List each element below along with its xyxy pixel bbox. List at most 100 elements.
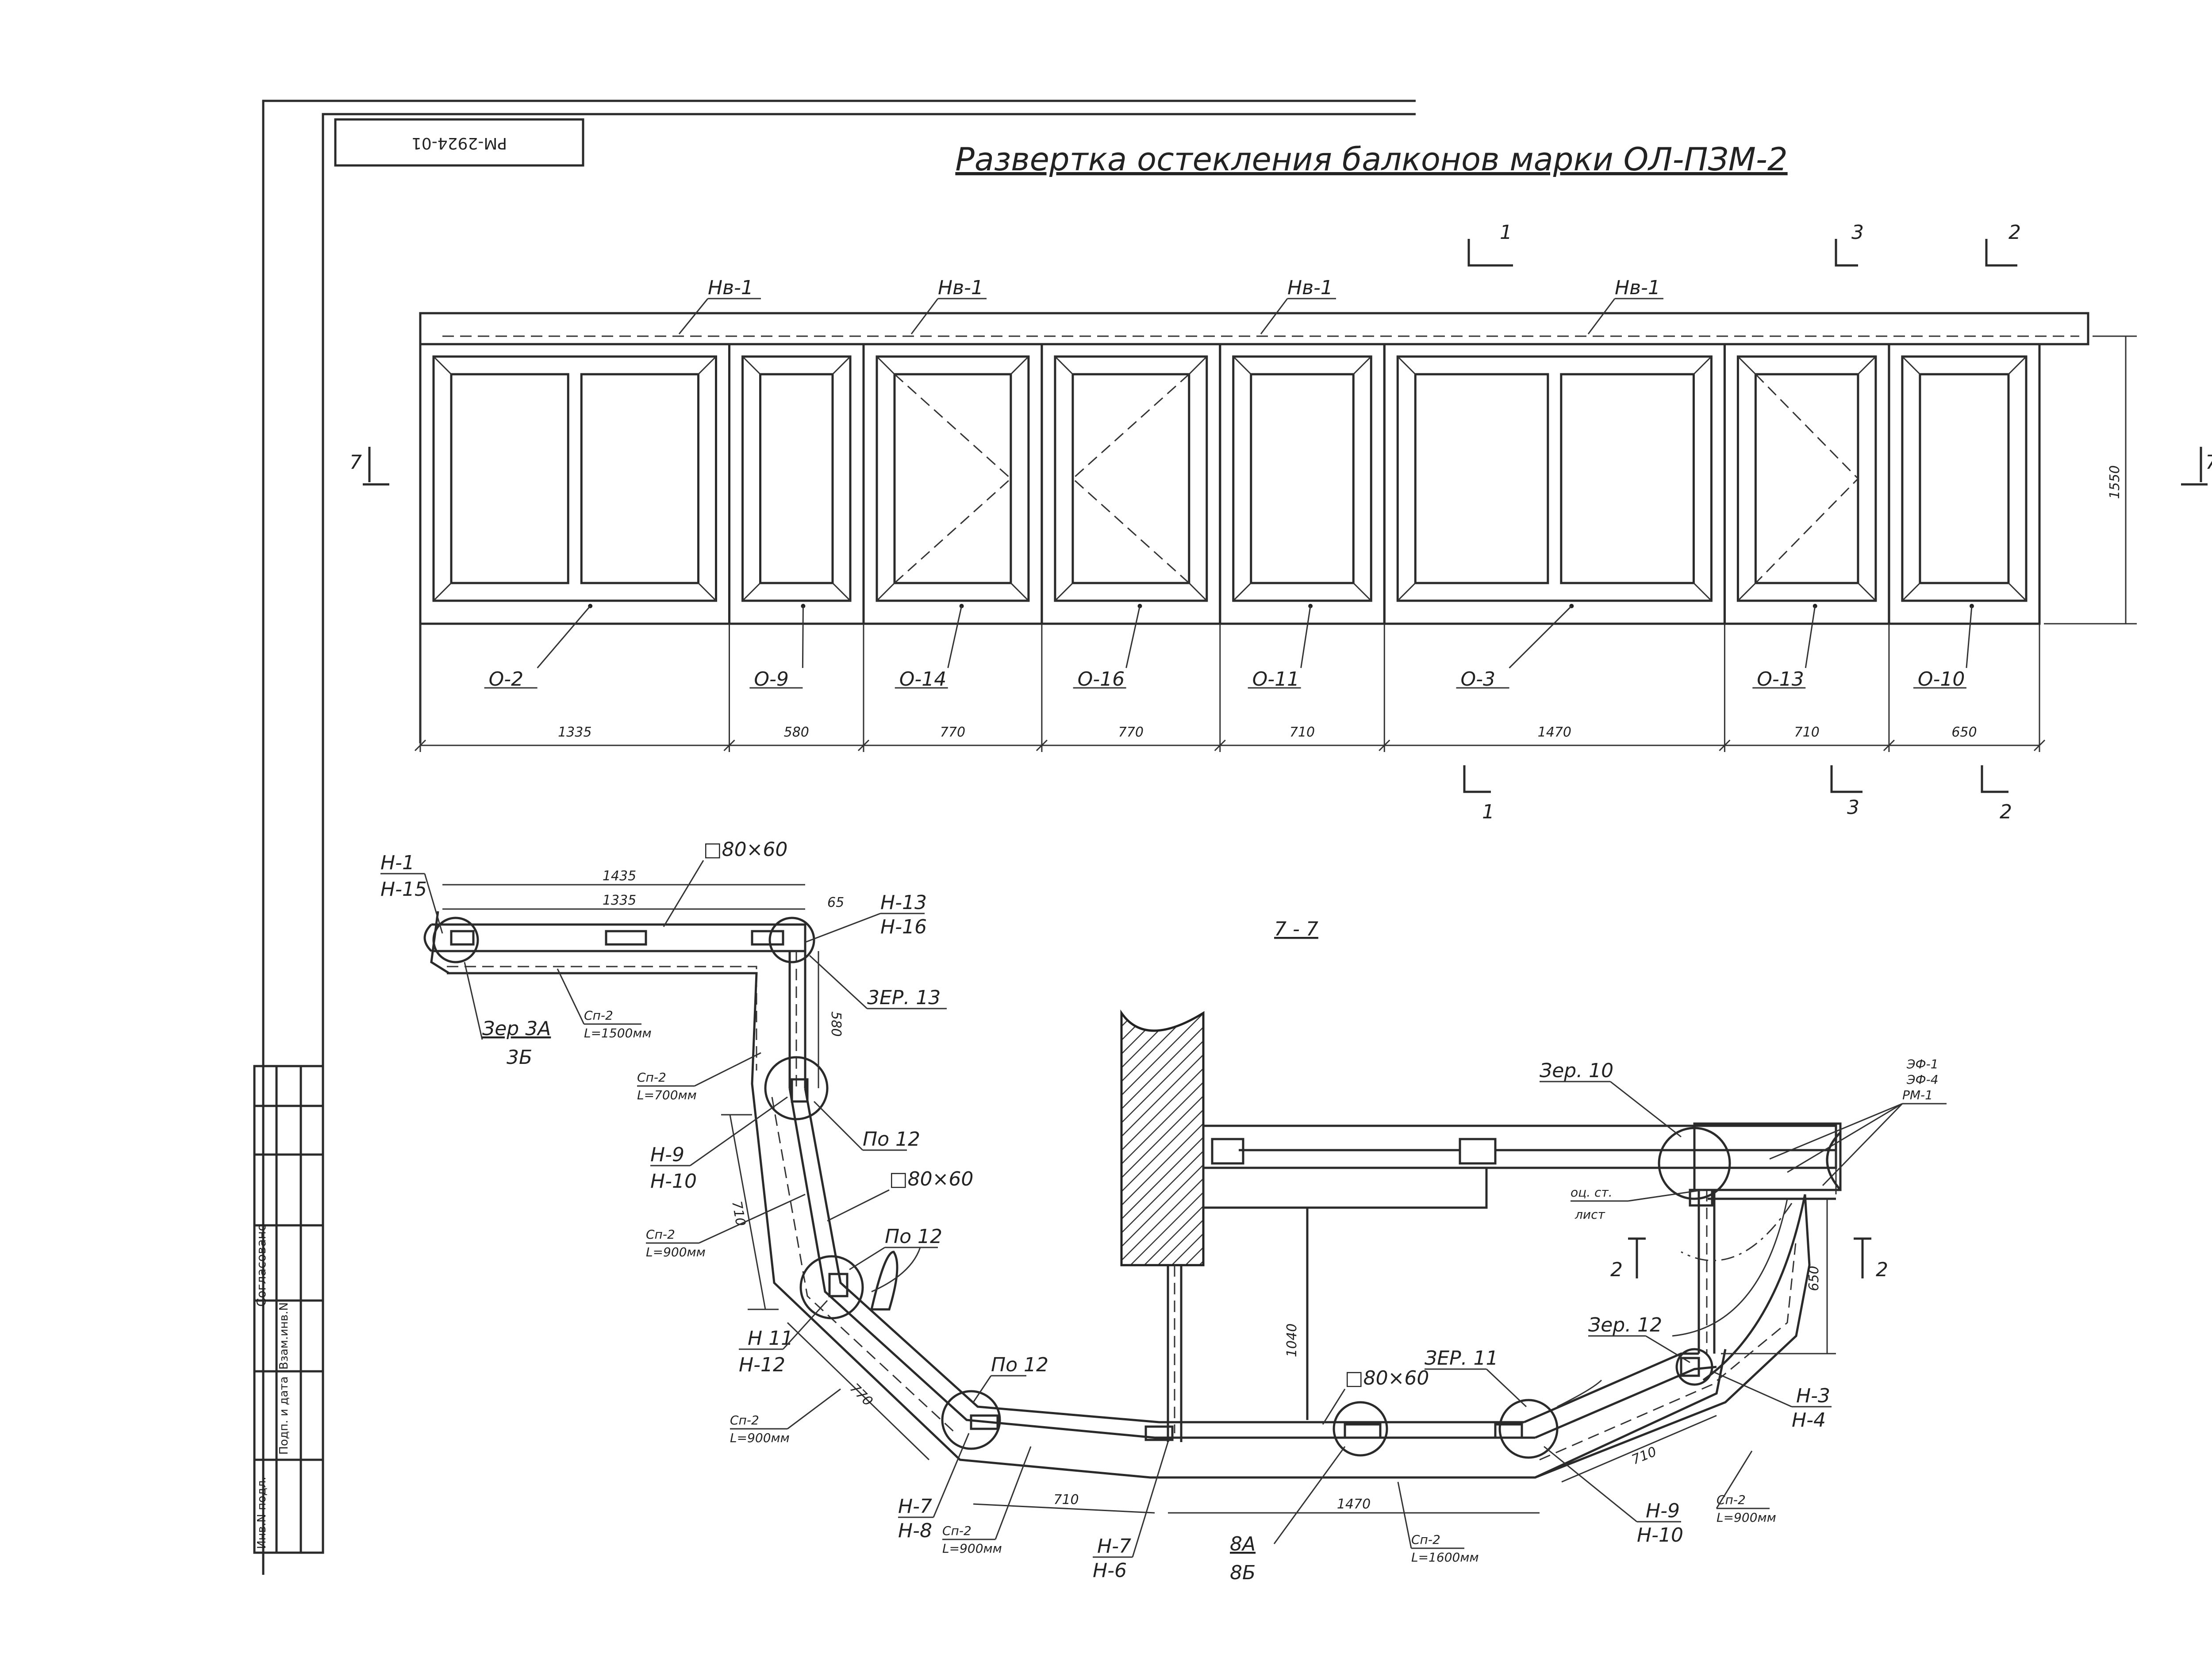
lbl-po12c: По 12 (991, 1354, 1048, 1376)
panel-0: О-2 (419, 343, 731, 691)
plan-section: 7 - 7 (380, 838, 1947, 1584)
nv1-label-2: Нв-1 (938, 276, 983, 299)
lbl-pipe1: □80×60 (703, 838, 787, 861)
lbl-n7b: Н-7 (1097, 1535, 1131, 1558)
lbl-n10b: Н-10 (1637, 1524, 1683, 1546)
sheet-frame: РМ-2924-01 (262, 100, 1416, 1575)
lbl-sp2a-l: L=1500мм (584, 1026, 652, 1040)
panel-dim-3: 770 (1036, 624, 1144, 752)
side-stamp: Согласовано Взам.инв.N Подп. и дата Инв.… (253, 1065, 324, 1554)
panel-7: О-10 (1888, 343, 2041, 691)
section-mark-top-1: 1 (1500, 221, 1512, 244)
lbl-n9: Н-9 (650, 1143, 684, 1166)
lbl-sp2f-l: L=1600мм (1411, 1550, 1479, 1565)
plan-mark-2-left: 2 (1610, 1259, 1623, 1281)
panel-dim-text-4: 710 (1290, 725, 1315, 740)
nv1-label-1: Нв-1 (708, 276, 753, 299)
lbl-n7a: Н-7 (898, 1495, 932, 1518)
panel-label-5: О-3 (1461, 668, 1496, 691)
panel-dim-text-1: 580 (784, 725, 809, 740)
panel-dim-text-7: 650 (1951, 725, 1977, 740)
panel-6: О-13 (1723, 343, 1890, 691)
section-mark-top-3: 3 (1851, 221, 1864, 244)
section-marks-bottom: 1 3 2 (1463, 765, 2012, 823)
lbl-zer3a: Зер 3А (482, 1017, 551, 1040)
lbl-ef4: ЭФ-4 (1906, 1072, 1939, 1087)
lbl-n15: Н-15 (380, 878, 427, 901)
panel-dim-text-5: 1470 (1538, 725, 1571, 740)
lbl-z8b: 8Б (1230, 1562, 1256, 1584)
panel-3: О-16 (1041, 343, 1221, 691)
panel-label-3: О-16 (1078, 668, 1125, 691)
stamp-signature: Подп. и дата (277, 1376, 291, 1454)
elevation: О-2 О-9 О-14 О-16 О-11 О-3 О-13 О-10 Нв-1 Нв-1 … (414, 276, 2137, 752)
panel-dim-1: 580 (723, 624, 809, 752)
section-marks-side: 7 7 (349, 447, 2212, 486)
lbl-sp2c-l: L=900мм (646, 1245, 706, 1259)
drawing-title: Развертка остекления балконов марки ОЛ-П… (955, 141, 1787, 178)
section-title: 7 - 7 (1274, 918, 1318, 940)
plan-dim-710-c: 710 (1629, 1444, 1659, 1468)
stamp-replacement: Взам.инв.N (277, 1302, 291, 1370)
lbl-sp2d-l: L=900мм (730, 1431, 790, 1445)
lbl-pipe2: □80×60 (889, 1168, 973, 1190)
lbl-n12: Н-12 (739, 1354, 785, 1376)
nv1-label-4: Нв-1 (1615, 276, 1660, 299)
lbl-ef1: ЭФ-1 (1906, 1057, 1939, 1071)
panel-label-4: О-11 (1252, 668, 1300, 691)
plan-dim-580: 580 (828, 1011, 844, 1036)
plan-mark-2-right: 2 (1876, 1259, 1888, 1281)
panel-1: О-9 (728, 343, 865, 691)
lbl-zer10: Зер. 10 (1540, 1059, 1613, 1082)
height-dimension: 1550 (2044, 335, 2137, 625)
panel-dim-text-2: 770 (940, 725, 965, 740)
stamp-inventory: Инв.N подл. (255, 1477, 269, 1549)
panel-dim-5: 1470 (1379, 624, 1571, 752)
lbl-list: лист (1575, 1207, 1605, 1222)
panel-dim-4: 710 (1214, 624, 1315, 752)
plan-dim-1335: 1335 (603, 893, 636, 908)
lbl-n4: Н-4 (1792, 1409, 1826, 1431)
panel-label-0: О-2 (489, 668, 524, 691)
plan-labels: Н-1 Н-15 Н-13 Н-16 □80×60 Зер 3А 3Б 3ЕР.… (380, 838, 1947, 1584)
panel-label-6: О-13 (1757, 668, 1804, 691)
lbl-n9b: Н-9 (1646, 1500, 1680, 1522)
panel-4: О-11 (1219, 343, 1386, 691)
panel-label-1: О-9 (754, 668, 789, 691)
lbl-sp2g-l: L=900мм (1717, 1510, 1776, 1525)
lbl-n1: Н-1 (380, 852, 415, 874)
top-beam-labels: Нв-1 Нв-1 Нв-1 Нв-1 (678, 276, 1663, 334)
lbl-n16: Н-16 (880, 916, 927, 938)
panel-label-2: О-14 (899, 668, 946, 691)
panel-label-7: О-10 (1918, 668, 1965, 691)
lbl-sp2e-l: L=900мм (942, 1541, 1002, 1556)
lbl-po12a: По 12 (863, 1128, 920, 1151)
panel-dim-text-6: 710 (1794, 725, 1820, 740)
lbl-sp2e: Сп-2 (942, 1523, 972, 1538)
nv1-label-3: Нв-1 (1287, 276, 1333, 299)
lbl-zer13: 3ЕР. 13 (867, 986, 941, 1009)
panel-dim-6: 710 (1719, 624, 1820, 752)
lbl-sp2c: Сп-2 (646, 1227, 675, 1242)
plan-section-2-marks: 2 2 (1610, 1237, 1888, 1281)
plan-dim-710-a: 710 (729, 1200, 748, 1227)
stamp-agreed: Согласовано (254, 1224, 269, 1307)
lbl-zer3b: 3Б (507, 1046, 532, 1069)
section-mark-top-2: 2 (2008, 221, 2021, 244)
lbl-n8: Н-8 (898, 1520, 932, 1542)
section-mark-right-7: 7 (2205, 451, 2212, 474)
lbl-oc-st: оц. ст. (1571, 1185, 1613, 1200)
panel-dim-7: 650 (1883, 624, 1977, 752)
wall-column (1120, 1009, 1205, 1266)
panel-2: О-14 (862, 343, 1043, 691)
panel-dim-end (2033, 624, 2046, 752)
plan-dimensions: 1435 1335 65 580 710 770 710 1470 710 65… (442, 868, 1836, 1514)
lbl-sp2a: Сп-2 (584, 1008, 613, 1023)
lbl-po12b: По 12 (885, 1225, 942, 1248)
lbl-n10: Н-10 (650, 1170, 697, 1193)
panel-5: О-3 (1383, 343, 1726, 691)
section-mark-left-7: 7 (349, 451, 362, 474)
lbl-n3: Н-3 (1796, 1385, 1830, 1407)
doc-code-box (334, 118, 584, 167)
